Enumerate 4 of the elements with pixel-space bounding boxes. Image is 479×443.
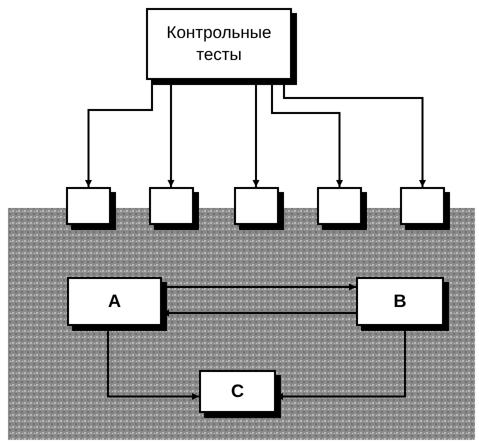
box-label: B [394,290,406,313]
box-label: A [108,290,121,313]
box-label: Контрольные тесты [166,22,272,66]
box-label: C [231,380,244,403]
